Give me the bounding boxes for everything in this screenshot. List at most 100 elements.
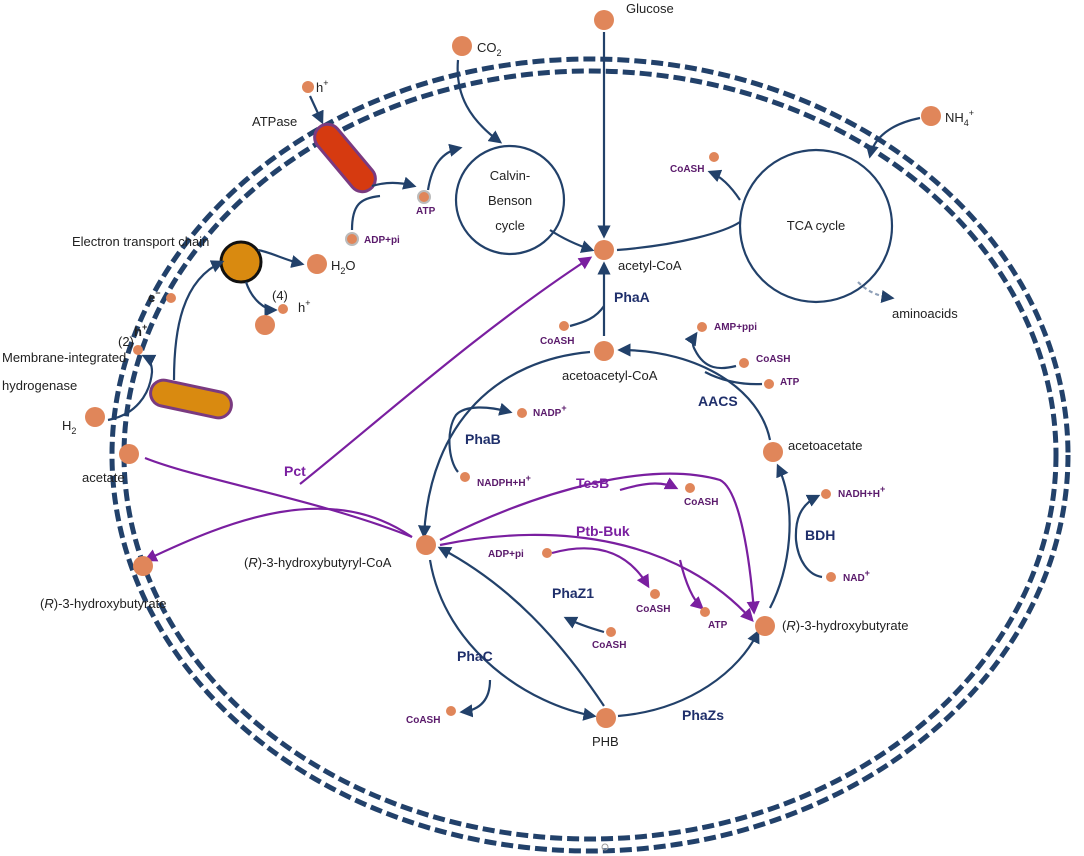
h-plus-hyd-node (133, 345, 143, 355)
etc-complex (219, 240, 263, 284)
h-plus-etc-node (278, 304, 288, 314)
atpase-complex (313, 122, 377, 194)
calvin-benson-cycle (454, 144, 566, 256)
h2o-node (307, 254, 327, 274)
nh4-arrow (865, 116, 921, 159)
atp-aacs-node (764, 379, 774, 389)
h2-label: H2 (62, 418, 76, 436)
pct-label: Pct (284, 463, 306, 479)
nh4-node (921, 106, 941, 126)
atp-aacs-label: ATP (780, 377, 800, 388)
h-plus-hyd-label: h+ (134, 322, 147, 339)
acetoacetylcoa-node (594, 341, 614, 361)
adp-pi-ptb-label: ADP+pi (488, 549, 524, 560)
calvin-label-2: Benson (488, 193, 532, 208)
calvin-to-acetylcoa-arrow (549, 229, 595, 253)
nad-node (826, 572, 836, 582)
h2-node (85, 407, 105, 427)
pct-acetate-line (144, 456, 413, 539)
phab-arc (417, 350, 591, 539)
coash-phaz1-node (606, 627, 616, 637)
nadh-node (821, 489, 831, 499)
ptbbuk-atp-arrow (678, 559, 704, 610)
num-4-label: (4) (272, 288, 288, 303)
phb-label: PHB (592, 734, 619, 749)
hydrogenase-label-1: Membrane-integrated (2, 350, 126, 365)
r3hbcoa-label: (R)-3-hydroxybutyryl-CoA (244, 555, 392, 570)
atp-ptb-label: ATP (708, 620, 728, 631)
r3hb-out-node (133, 556, 153, 576)
bdh-label: BDH (805, 527, 835, 543)
acetate-label: acetate (82, 470, 125, 485)
amp-ppi-label: AMP+ppi (714, 322, 757, 333)
phaa-label: PhaA (614, 289, 650, 305)
co2-arrow (456, 59, 503, 144)
atp-to-calvin-arrow (426, 143, 463, 191)
electron-node (166, 293, 176, 303)
phb-node (596, 708, 616, 728)
aacs-atp-line (704, 371, 763, 386)
phab-cofactor-arrow (448, 402, 513, 473)
h2o-label: H2O (331, 258, 356, 276)
nadp-node (517, 408, 527, 418)
acetylcoa-node (594, 240, 614, 260)
atp-node (417, 190, 431, 204)
pct-to-acetylcoa-arrow (299, 256, 593, 485)
phazs-arc (617, 629, 760, 718)
bottom-marker (601, 843, 609, 851)
phazs-label: PhaZs (682, 707, 724, 723)
num-2-label: (2) (118, 334, 134, 349)
aacs-arc (617, 343, 772, 441)
etc-to-h2o-arrow (257, 248, 305, 269)
calvin-label-3: cycle (495, 218, 525, 233)
phac-arc (428, 559, 597, 721)
co2-node (452, 36, 472, 56)
tca-to-aminoacids-arrow (857, 281, 895, 304)
tesb-label: TesB (576, 475, 609, 491)
etc-label: Electron transport chain (72, 234, 209, 249)
nh4-label: NH4+ (945, 108, 974, 128)
r3hb-out-label: (R)-3-hydroxybutyrate (40, 596, 166, 611)
hydrogenase-label-2: hydrogenase (2, 378, 77, 393)
r3hb-in-node (755, 616, 775, 636)
coash-tca-node (709, 152, 719, 162)
h-plus-atpase-arrow (309, 95, 324, 125)
phaz1-label: PhaZ1 (552, 585, 594, 601)
phac-label: PhaC (457, 648, 493, 664)
h-plus-atpase-label: h+ (316, 78, 329, 95)
hyd-to-etc-arrow (172, 260, 225, 381)
adp-pi-ptb-node (542, 548, 552, 558)
acetylcoa-to-tca-line (616, 221, 741, 252)
pct-to-r3hb-arrow (143, 507, 413, 562)
nadph-label: NADPH+H+ (477, 473, 531, 489)
nadp-label: NADP+ (533, 403, 567, 419)
acetate-node (119, 444, 139, 464)
tesb-coash-arrow (619, 477, 679, 492)
coash-aacs-node (739, 358, 749, 368)
glucose-node (594, 10, 614, 30)
coash-ptb-label: CoASH (636, 604, 670, 615)
ptbbuk-arrow (439, 533, 754, 622)
aminoacids-label: aminoacids (892, 306, 958, 321)
adp-pi-node (345, 232, 359, 246)
coash-tesb-label: CoASH (684, 497, 718, 508)
adp-arrow (350, 194, 381, 231)
r3hbcoa-node (416, 535, 436, 555)
amp-ppi-node (697, 322, 707, 332)
coash-tesb-node (685, 483, 695, 493)
coash-tca-label: CoASH (670, 164, 704, 175)
coash-aacs-label: CoASH (756, 354, 790, 365)
etc-to-h-arrow (244, 281, 278, 317)
ptbbuk-adp-arrow (551, 547, 650, 589)
acetoacetylcoa-label: acetoacetyl-CoA (562, 368, 658, 383)
nadh-label: NADH+H+ (838, 484, 885, 500)
cell-membrane (109, 56, 1071, 854)
atp-ptb-node (700, 607, 710, 617)
h-in-node (255, 315, 275, 335)
coash-phac-node (446, 706, 456, 716)
coash-phac-label: CoASH (406, 715, 440, 726)
tca-cycle (738, 148, 894, 304)
bdh-cofactor-arrow (794, 494, 823, 579)
